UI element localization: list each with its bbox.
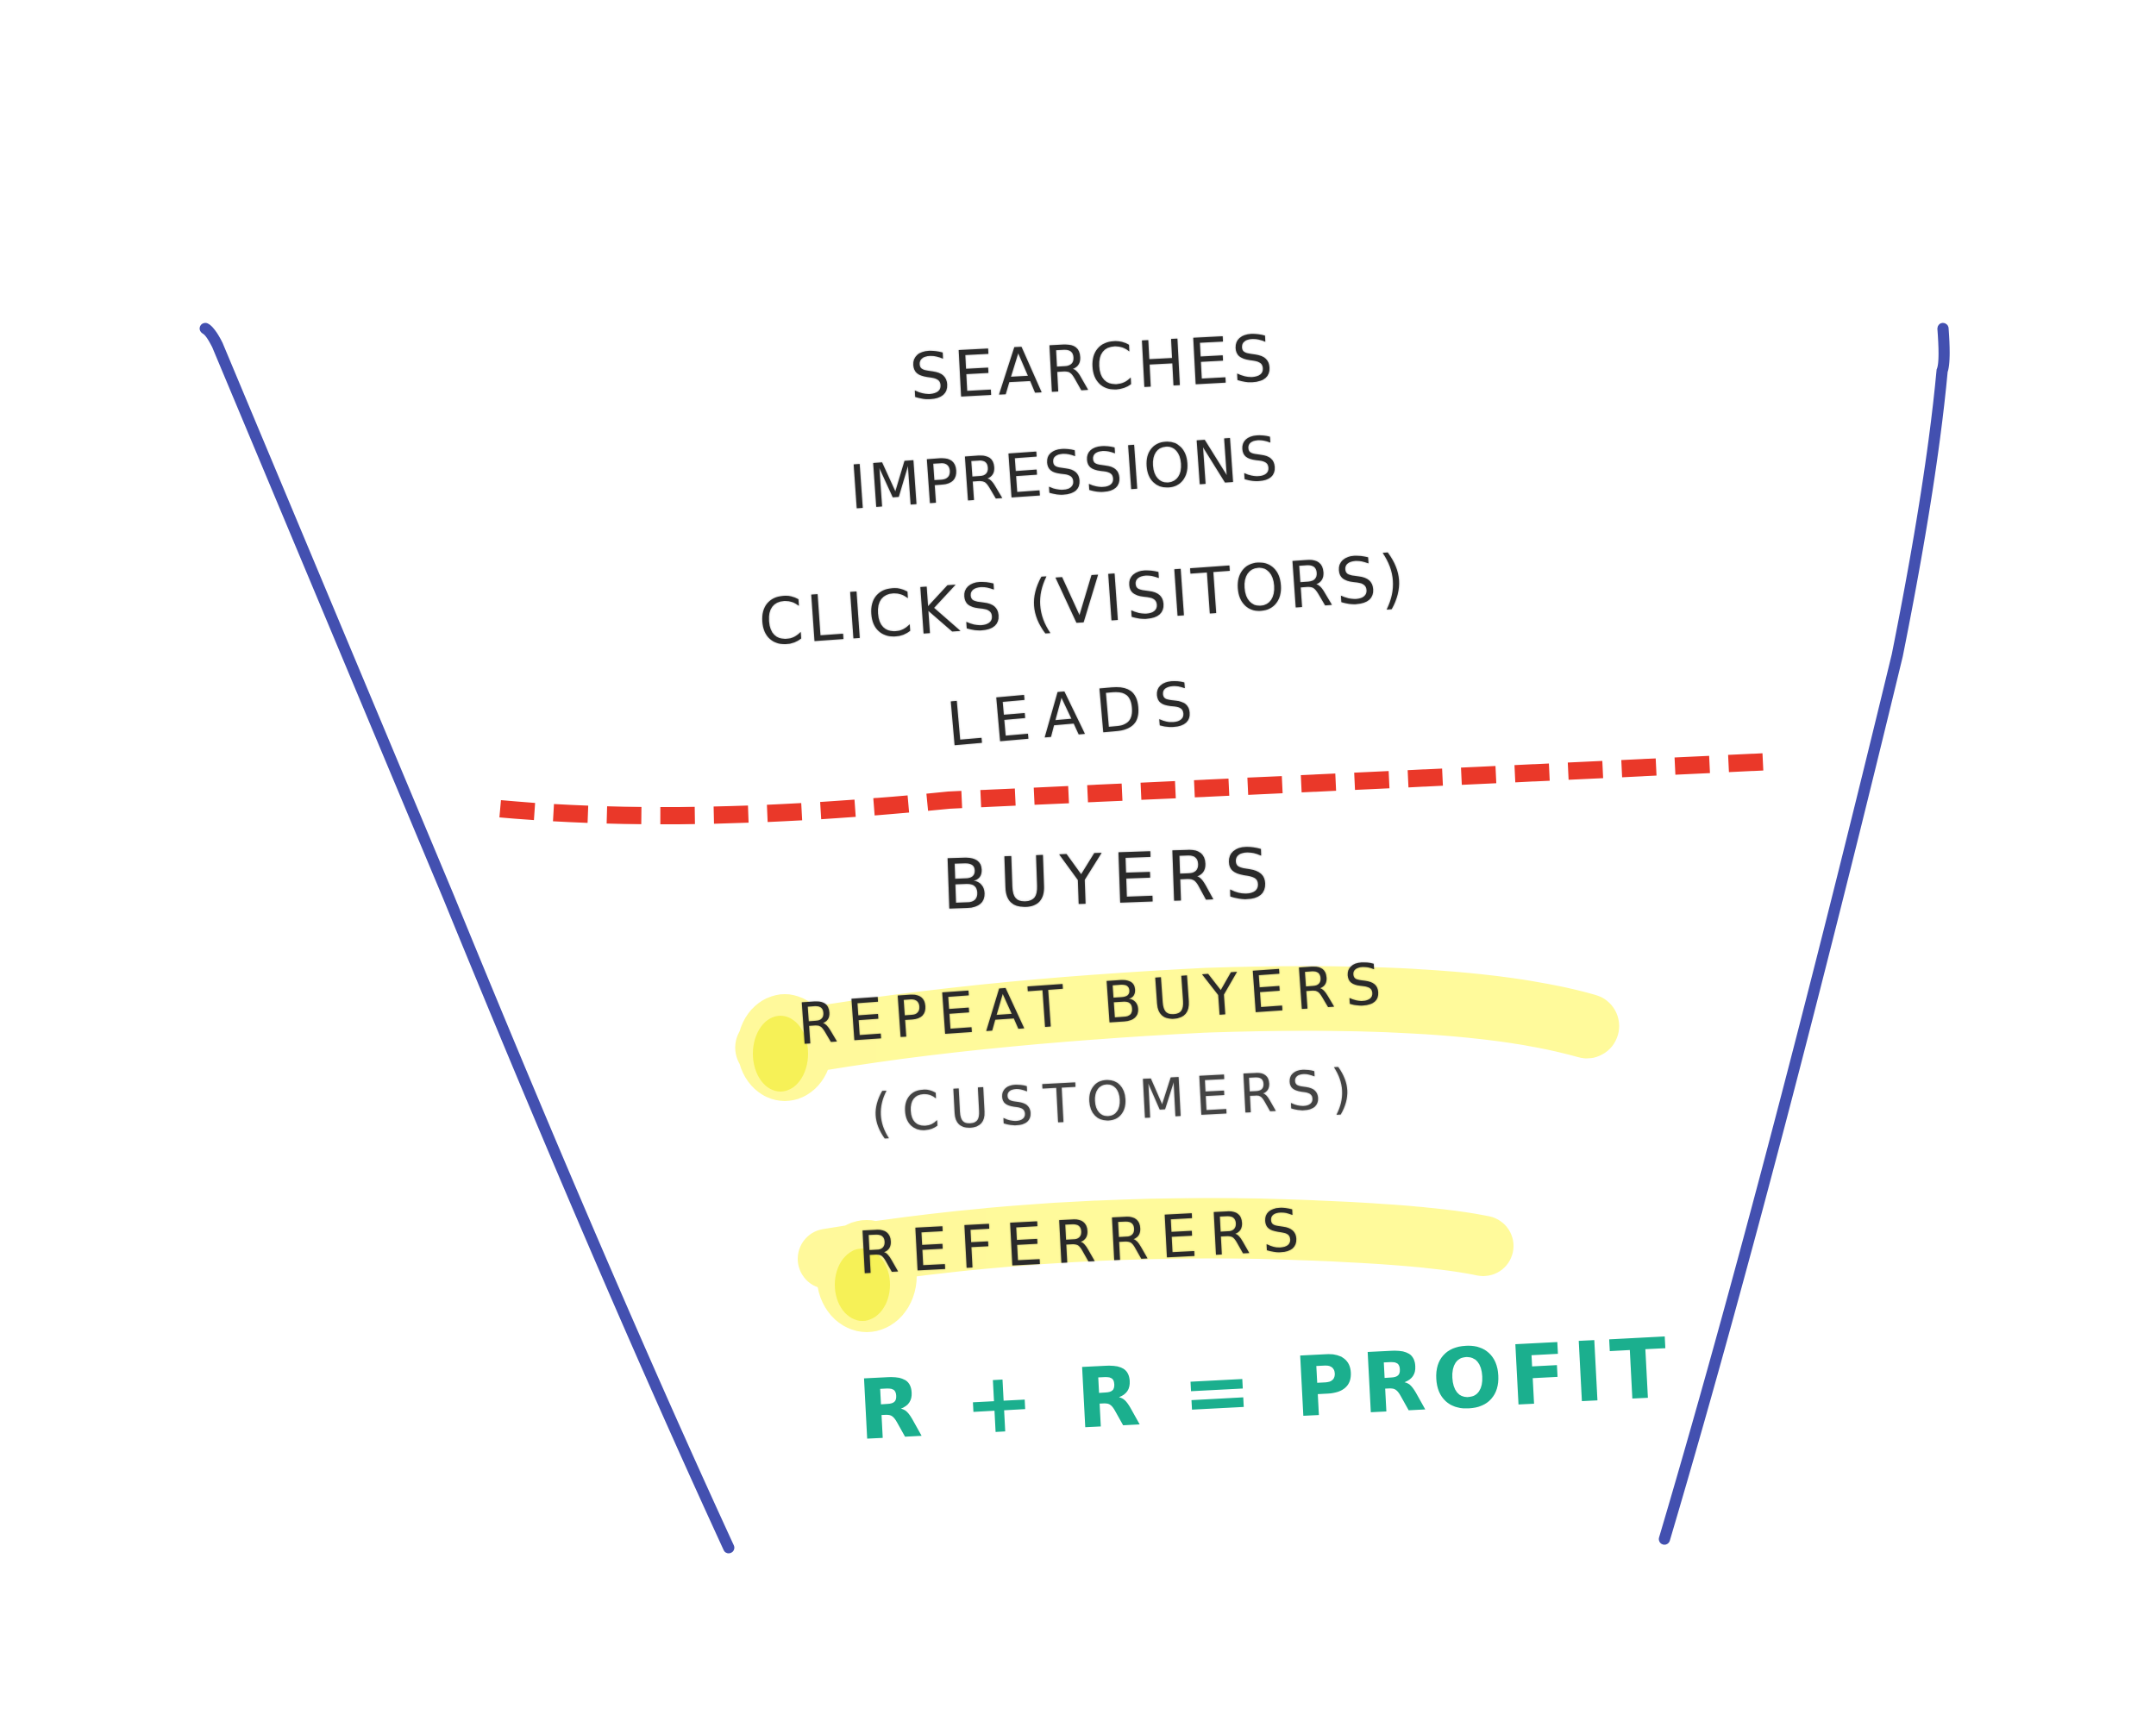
highlight-referrers [798,1198,1514,1332]
stage-buyers: BUYERS [940,833,1281,925]
funnel-right-wall [1658,322,1950,1545]
divider-dashed-line [499,753,1775,824]
highlight-repeat-buyers [735,966,1620,1101]
funnel-left-wall [199,322,735,1554]
